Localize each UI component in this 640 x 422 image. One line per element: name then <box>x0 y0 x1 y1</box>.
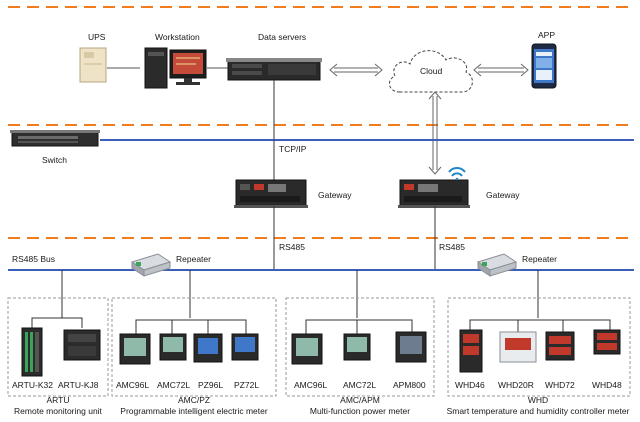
cloud-app-arrow <box>473 63 529 77</box>
group-subtitle-artu: Remote monitoring unit <box>14 406 103 416</box>
artu-k32-device <box>21 327 43 377</box>
whd72-meter <box>545 331 575 361</box>
rs485-left-label: RS485 <box>279 242 305 252</box>
group-title-amcapm: AMC/APM <box>340 395 380 405</box>
cloud-gateway-arrow <box>428 91 442 175</box>
rs485-right-label: RS485 <box>439 242 465 252</box>
group-subtitle-amcapm: Multi-function power meter <box>310 406 410 416</box>
switch-icon <box>10 130 100 147</box>
group-box-amcapm <box>285 297 435 397</box>
whd48-meter <box>593 329 621 355</box>
group-title-amcpz: AMC/PZ <box>178 395 210 405</box>
device-whd46: WHD46 <box>455 380 485 390</box>
device-pz96l: PZ96L <box>198 380 223 390</box>
device-whd48: WHD48 <box>592 380 622 390</box>
pz72l-meter <box>231 333 259 361</box>
group-amcapm-bracket <box>305 319 413 334</box>
repeater-right-label: Repeater <box>522 254 557 264</box>
ups-icon <box>79 47 107 83</box>
device-artu-k32: ARTU-K32 <box>12 380 53 390</box>
pz96l-meter <box>193 333 223 363</box>
ups-label: UPS <box>88 32 106 42</box>
repeater-left-icon <box>130 253 172 277</box>
group-title-whd: WHD <box>528 395 548 405</box>
device-whd72: WHD72 <box>545 380 575 390</box>
cloud-icon <box>388 50 473 93</box>
amc96l-meter-2 <box>291 333 323 365</box>
device-pz72l: PZ72L <box>234 380 259 390</box>
amc96l-meter <box>119 333 151 365</box>
group-artu-bracket <box>31 317 83 328</box>
repeater-left-label: Repeater <box>176 254 211 264</box>
group-box-whd <box>447 297 631 397</box>
smartphone-icon <box>531 43 557 89</box>
gateway-right-label: Gateway <box>486 190 520 200</box>
cloud-label: Cloud <box>420 66 442 76</box>
app-label: APP <box>538 30 555 40</box>
device-amc96l-1: AMC96L <box>116 380 149 390</box>
group-subtitle-whd: Smart temperature and humidity controlle… <box>447 406 630 416</box>
gateway-right-icon <box>398 179 470 208</box>
device-whd20r: WHD20R <box>498 380 534 390</box>
rs485-bus-label: RS485 Bus <box>12 254 55 264</box>
data-servers-label: Data servers <box>258 32 306 42</box>
switch-label: Switch <box>42 155 67 165</box>
group-title-artu: ARTU <box>47 395 70 405</box>
amc72l-meter <box>159 333 187 361</box>
gateway-left-icon <box>234 179 308 208</box>
wifi-icon <box>448 167 466 181</box>
group-whd-bracket <box>469 319 611 334</box>
workstation-label: Workstation <box>155 32 200 42</box>
apm800-meter <box>395 331 427 363</box>
group-amcpz-bracket <box>135 319 247 334</box>
artu-kj8-device <box>63 329 101 361</box>
group-box-artu <box>7 297 109 397</box>
device-apm800: APM800 <box>393 380 426 390</box>
device-amc96l-2: AMC96L <box>294 380 327 390</box>
device-artu-kj8: ARTU-KJ8 <box>58 380 99 390</box>
tcpip-label: TCP/IP <box>279 144 307 154</box>
group-subtitle-amcpz: Programmable intelligent electric meter <box>120 406 268 416</box>
server-cloud-arrow <box>329 63 383 77</box>
server-icon <box>226 58 322 81</box>
repeater-right-icon <box>476 253 518 277</box>
whd20r-meter <box>499 331 537 363</box>
device-amc72l-2: AMC72L <box>343 380 376 390</box>
group-box-amcpz <box>111 297 277 397</box>
device-amc72l-1: AMC72L <box>157 380 190 390</box>
gateway-left-label: Gateway <box>318 190 352 200</box>
whd46-meter <box>459 329 483 373</box>
amc72l-meter-2 <box>343 333 371 361</box>
workstation-icon <box>144 47 207 89</box>
